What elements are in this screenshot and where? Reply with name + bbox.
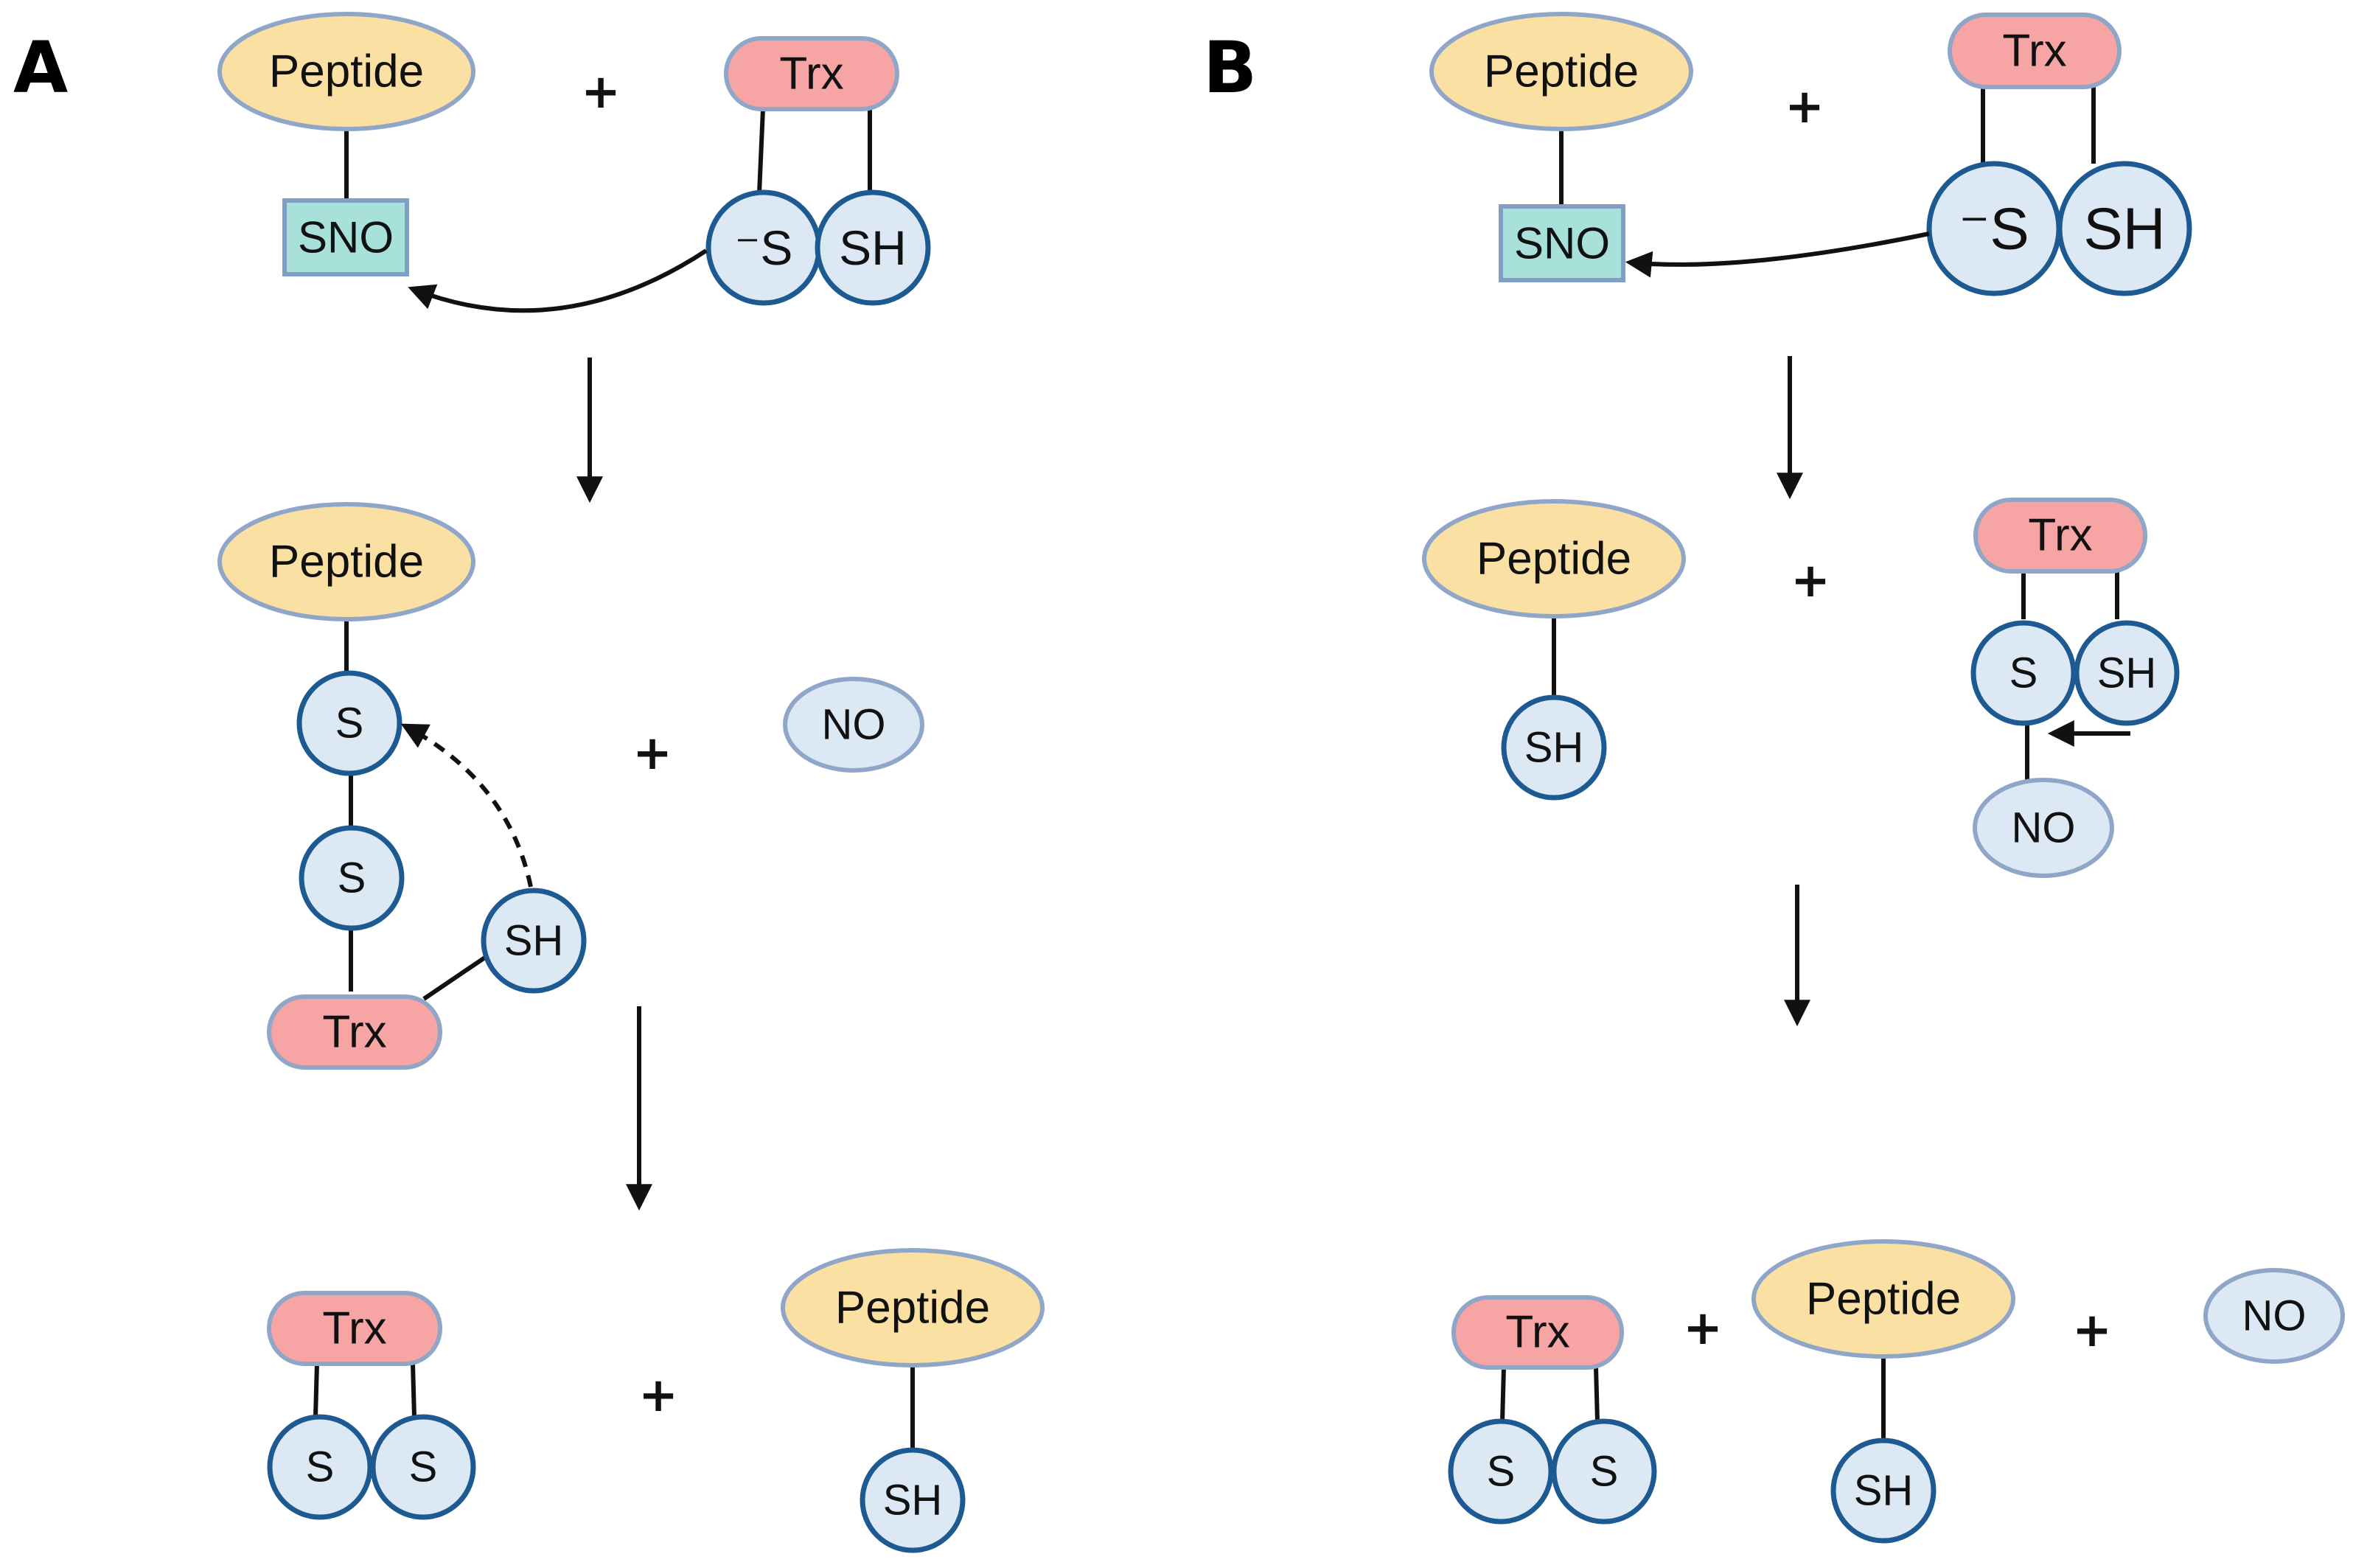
sulfur-label: S [409, 1443, 438, 1491]
panel-label-b: B [1203, 27, 1257, 109]
sulfur-label: S [1590, 1448, 1619, 1496]
a-step2-nitric-oxide: NO [783, 677, 924, 773]
a-step3-oxidized-trx: Trx S S [267, 1291, 476, 1520]
resolving-cysteine-attack-arrow [400, 723, 533, 888]
a-step1-reduced-trx: Trx ⁻S SH [705, 36, 931, 306]
sulfur-label: S [335, 700, 364, 748]
trx-label: Trx [322, 1303, 386, 1354]
peptide-label: Peptide [1806, 1274, 1961, 1325]
a-step1-snitrosylated-peptide: Peptide SNO [217, 12, 475, 276]
peptide-label: Peptide [1477, 534, 1631, 585]
trx-label: Trx [779, 49, 843, 100]
peptide-label: Peptide [835, 1283, 990, 1334]
no-label: NO [2242, 1292, 2307, 1340]
thiolate-label: ⁻S [735, 220, 793, 275]
b-step2-nitrosylated-trx: Trx S SH NO [1970, 498, 2180, 878]
thiol-label: SH [2097, 649, 2157, 697]
sulfur-label: S [306, 1443, 335, 1491]
plus-sign: + [1785, 80, 1824, 134]
trx-label: Trx [322, 1007, 386, 1058]
plus-sign: + [638, 1368, 678, 1423]
plus-sign: + [1683, 1301, 1723, 1356]
plus-sign: + [581, 65, 621, 119]
nucleophilic-attack-arrow [408, 248, 708, 313]
thiol-label: SH [839, 220, 907, 275]
plus-sign: + [1791, 554, 1830, 608]
trx-label: Trx [2028, 510, 2092, 561]
b-step2-reduced-peptide: Peptide SH [1422, 499, 1686, 801]
transnitrosylation-arrow [1625, 231, 1930, 278]
peptide-label: Peptide [269, 537, 424, 588]
a-step3-reduced-peptide: Peptide SH [781, 1248, 1045, 1553]
b-step3-oxidized-trx: Trx S S [1448, 1295, 1657, 1525]
sulfur-label: S [2009, 649, 2038, 697]
peptide-label: Peptide [269, 46, 424, 97]
plus-sign: + [2072, 1303, 2112, 1358]
trx-label: Trx [2002, 26, 2066, 77]
b-step3-nitric-oxide: NO [2203, 1268, 2345, 1364]
no-label: NO [2012, 804, 2076, 852]
b-step1-reduced-trx: Trx ⁻S SH [1926, 13, 2192, 296]
thiol-label: SH [1524, 724, 1584, 772]
sulfur-label: S [1487, 1448, 1516, 1496]
a-step2-mixed-disulfide: Peptide S S Trx SH [217, 502, 587, 1070]
thiol-label: SH [504, 917, 564, 965]
panel-label-a: A [13, 27, 68, 109]
peptide-label: Peptide [1484, 46, 1639, 97]
thiol-label: SH [1854, 1467, 1914, 1515]
sno-label: SNO [298, 213, 394, 262]
trx-label: Trx [1505, 1307, 1569, 1358]
b-step1-snitrosylated-peptide: Peptide SNO [1429, 12, 1693, 282]
b-step3-reduced-peptide: Peptide SH [1751, 1239, 2015, 1544]
thiolate-label: ⁻S [1959, 196, 2029, 262]
no-label: NO [822, 701, 886, 749]
thiol-label: SH [2083, 196, 2165, 262]
plus-sign: + [632, 726, 672, 781]
sulfur-label: S [338, 854, 366, 902]
sno-label: SNO [1514, 219, 1610, 268]
thiol-label: SH [883, 1477, 943, 1525]
